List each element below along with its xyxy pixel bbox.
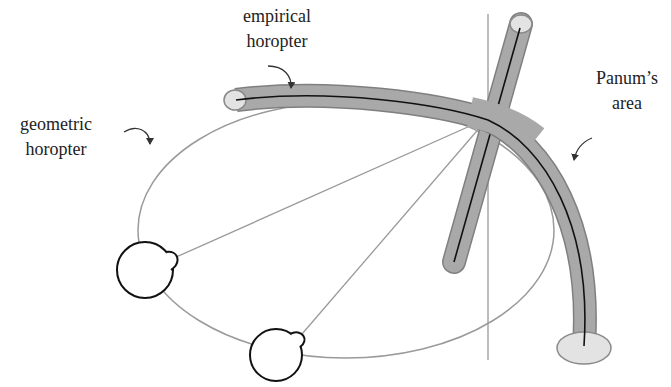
- leader-arrow: [574, 138, 592, 160]
- figure-label: Panum’s area: [588, 66, 666, 116]
- line-of-sight: [174, 118, 488, 258]
- leader-arrow: [268, 66, 291, 88]
- eye: [117, 242, 177, 298]
- figure-label: geometric horopter: [6, 112, 106, 162]
- figure-label: empirical horopter: [232, 4, 322, 54]
- empirical-horopter-tube: [224, 90, 611, 364]
- eye: [250, 329, 305, 381]
- leader-arrow: [124, 128, 150, 144]
